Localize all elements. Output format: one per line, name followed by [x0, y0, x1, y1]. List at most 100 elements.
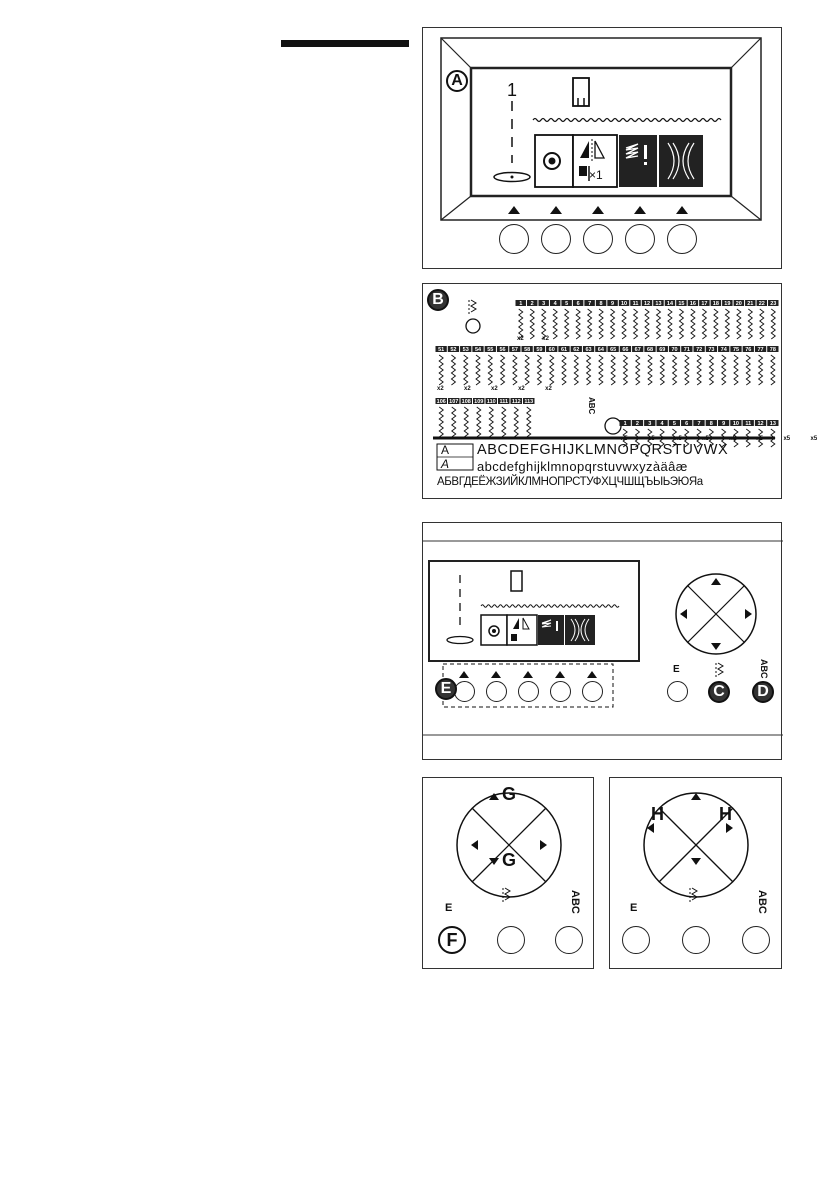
stitch-pattern-glyph	[671, 354, 678, 386]
label-c[interactable]: C	[708, 681, 730, 703]
stitch-pattern-glyph	[476, 406, 482, 438]
stitch-multiplier: x5	[702, 436, 709, 442]
stitch-pattern-glyph	[524, 354, 530, 386]
stitch-pattern-glyph	[622, 354, 629, 386]
stitch-pattern-glyph	[757, 428, 764, 448]
chart-number-badge	[607, 346, 619, 352]
latin-lowercase-row: abcdefghijklmnopqrstuvwxyzàäâæ	[477, 459, 688, 474]
figure-fg-panel: G G E ABC F	[422, 777, 594, 969]
stitch-multiplier: x5	[729, 436, 736, 442]
chart-number-badge	[742, 420, 754, 426]
chart-stitch-number: 3	[648, 421, 651, 427]
chart-number-badge	[656, 420, 668, 426]
stitch-pattern-glyph	[552, 308, 558, 340]
label-f[interactable]: F	[438, 926, 466, 954]
function-button-4[interactable]	[625, 224, 655, 254]
function-button-5[interactable]	[667, 224, 697, 254]
chart-number-badge	[448, 398, 460, 404]
chart-stitch-number: 55	[487, 347, 493, 353]
chart-number-badge	[656, 346, 668, 352]
chart-number-badge	[435, 398, 447, 404]
chart-number-badge	[653, 300, 664, 306]
chart-stitch-number: 21	[747, 301, 753, 307]
latin-uppercase-row: ABCDEFGHIJKLMNOPQRSTUVWX	[477, 442, 729, 458]
stitch-pattern-glyph	[708, 428, 715, 448]
chart-number-badge	[630, 300, 641, 306]
chart-stitch-number: 60	[549, 347, 555, 353]
arrow-up-icon	[592, 206, 604, 214]
panel-button-1[interactable]	[454, 681, 475, 702]
label-d[interactable]: D	[752, 681, 774, 703]
chart-stitch-number: 109	[474, 399, 483, 405]
stitch-multiplier: x2	[545, 386, 552, 392]
stitch-mode-button[interactable]	[682, 926, 710, 954]
chart-number-badge	[485, 398, 497, 404]
chart-stitch-number: 68	[647, 347, 653, 353]
chart-number-badge	[742, 346, 754, 352]
dial-h-art	[643, 792, 749, 904]
chart-number-badge	[754, 420, 767, 426]
chart-stitch-number: 5	[673, 421, 676, 427]
chart-stitch-number: 69	[659, 347, 665, 353]
function-button-3[interactable]	[583, 224, 613, 254]
chart-number-badge	[510, 398, 522, 404]
stitch-pattern-glyph	[462, 354, 469, 386]
stitch-multiplier: x5	[675, 436, 682, 442]
panel-button-3[interactable]	[518, 681, 539, 702]
stitch-multiplier: x2	[518, 386, 525, 392]
chart-number-badge	[460, 346, 472, 352]
stitch-pattern-glyph	[720, 428, 727, 448]
chart-stitch-number: 6	[577, 301, 580, 307]
chart-stitch-number: 112	[512, 399, 521, 405]
stitch-multiplier: x5	[756, 436, 763, 442]
arrow-up-icon	[508, 206, 520, 214]
stitch-pattern-glyph	[659, 428, 665, 448]
chart-stitch-number: 13	[770, 421, 776, 427]
chart-number-badge	[693, 420, 705, 426]
label-a: A	[446, 70, 468, 92]
abc-mode-button[interactable]	[555, 926, 583, 954]
chart-number-badge	[619, 346, 632, 352]
chart-stitch-number: 107	[449, 399, 458, 405]
stitch-pattern-glyph	[634, 354, 641, 386]
chart-number-badge	[733, 300, 745, 306]
chart-stitch-number: 51	[438, 347, 444, 353]
dial-g-art	[456, 792, 562, 904]
chart-number-badge	[676, 300, 687, 306]
chart-stitch-number: 62	[573, 347, 579, 353]
function-button-2[interactable]	[541, 224, 571, 254]
panel-button-2[interactable]	[486, 681, 507, 702]
stitch-pattern-glyph	[609, 308, 616, 340]
abc-mode-button[interactable]	[742, 926, 770, 954]
arrow-up-icon	[634, 206, 646, 214]
chart-number-badge	[484, 346, 496, 352]
chart-number-badge	[722, 300, 733, 306]
chart-stitch-number: 1	[624, 421, 627, 427]
stitch-pattern-glyph	[647, 354, 653, 386]
abc-label: ABC	[759, 659, 769, 679]
label-e: E	[435, 678, 457, 700]
stitch-pattern-glyph	[598, 308, 604, 340]
lcd-mirror-multiplier: ×1	[589, 168, 603, 182]
label-b: B	[427, 289, 449, 311]
chart-stitch-number: 70	[672, 347, 678, 353]
stitch-pattern-glyph	[659, 354, 666, 386]
stitch-pattern-glyph	[733, 428, 739, 448]
stitch-mode-button[interactable]	[497, 926, 525, 954]
chart-stitch-number: 4	[554, 301, 558, 307]
chart-number-badge	[699, 300, 710, 306]
panel-button-4[interactable]	[550, 681, 571, 702]
stitch-pattern-glyph	[622, 428, 628, 448]
edit-button[interactable]	[667, 681, 688, 702]
edit-button[interactable]	[622, 926, 650, 954]
function-button-1[interactable]	[499, 224, 529, 254]
chart-number-badge	[496, 346, 509, 352]
chart-number-badge	[718, 346, 730, 352]
stitch-pattern-glyph	[610, 354, 616, 386]
chart-number-badge	[473, 398, 485, 404]
stitch-pattern-glyph	[770, 308, 777, 340]
chart-stitch-number: 9	[722, 421, 725, 427]
panel-button-5[interactable]	[582, 681, 603, 702]
chart-stitch-number: 76	[745, 347, 751, 353]
